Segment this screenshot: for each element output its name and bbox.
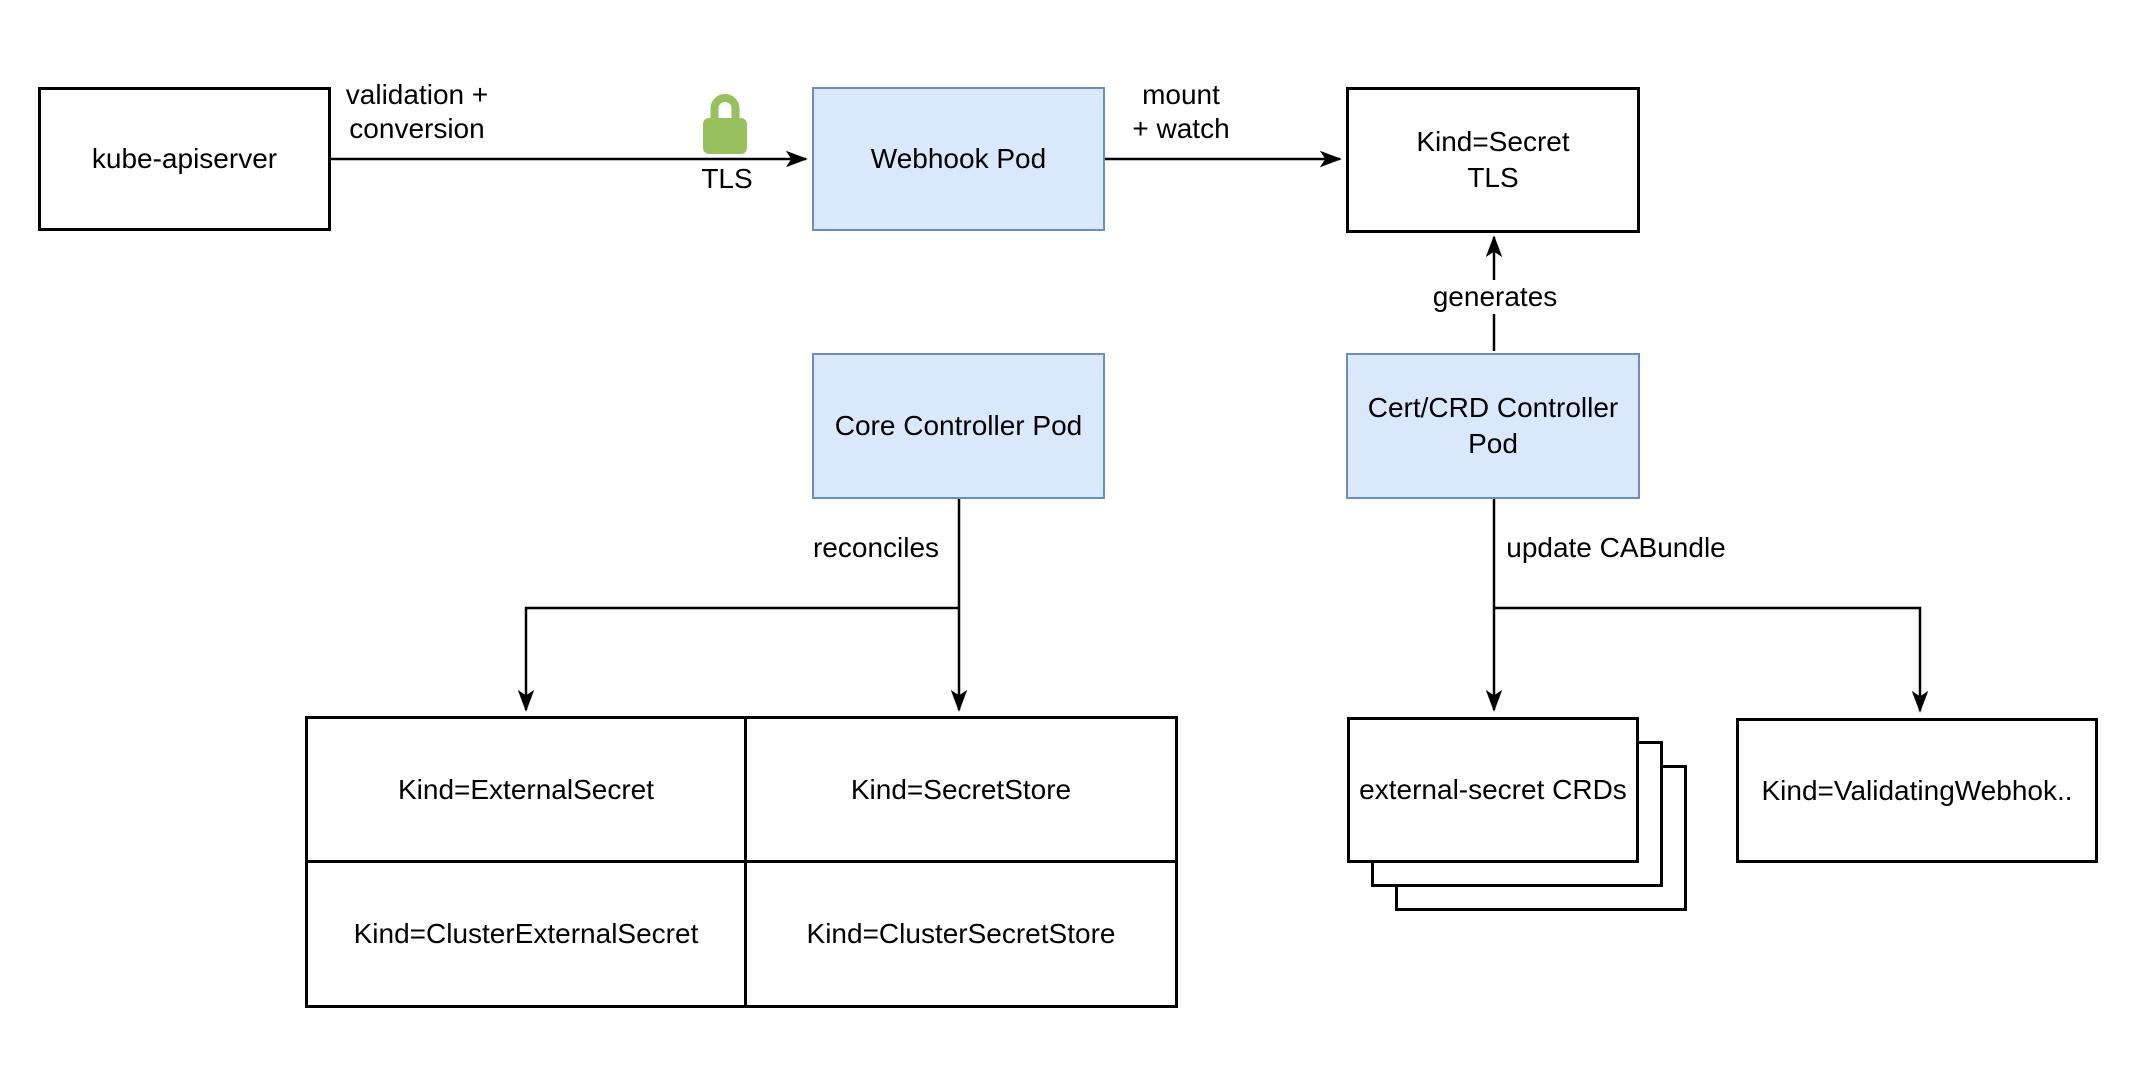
resource-table: Kind=ExternalSecret Kind=SecretStore Kin…: [305, 716, 1178, 1008]
node-kube-apiserver: kube-apiserver: [38, 87, 331, 231]
node-core-controller-pod: Core Controller Pod: [812, 353, 1105, 499]
edge-label-tls: TLS: [701, 163, 753, 194]
table-cell-clusterexternalsecret: Kind=ClusterExternalSecret: [308, 863, 747, 1005]
node-webhook-pod: Webhook Pod: [812, 87, 1105, 231]
node-kind-validating-webhook: Kind=ValidatingWebhok..: [1736, 718, 2098, 863]
node-external-secret-crds: external-secret CRDs: [1347, 717, 1639, 863]
lock-icon: [703, 94, 747, 154]
table-cell-secretstore: Kind=SecretStore: [747, 719, 1175, 863]
table-cell-clustersecretstore: Kind=ClusterSecretStore: [806, 918, 1116, 949]
edge-label-generates: generates: [1424, 280, 1566, 314]
edge-label-mount-watch: mount + watch: [1132, 79, 1230, 144]
edge-label-reconciles: reconciles: [812, 532, 940, 563]
node-kind-secret-tls: Kind=Secret TLS: [1346, 87, 1640, 233]
edge-label-update-cabundle: update CABundle: [1506, 532, 1726, 563]
edge-label-validation-conversion: validation + conversion: [345, 79, 489, 144]
table-cell-externalsecret: Kind=ExternalSecret: [308, 719, 747, 863]
node-cert-crd-controller-pod: Cert/CRD Controller Pod: [1346, 353, 1640, 499]
edge-certcrd-to-validatingwebhook: [1494, 606, 1929, 713]
edge-core-to-externalsecret: [517, 606, 959, 712]
